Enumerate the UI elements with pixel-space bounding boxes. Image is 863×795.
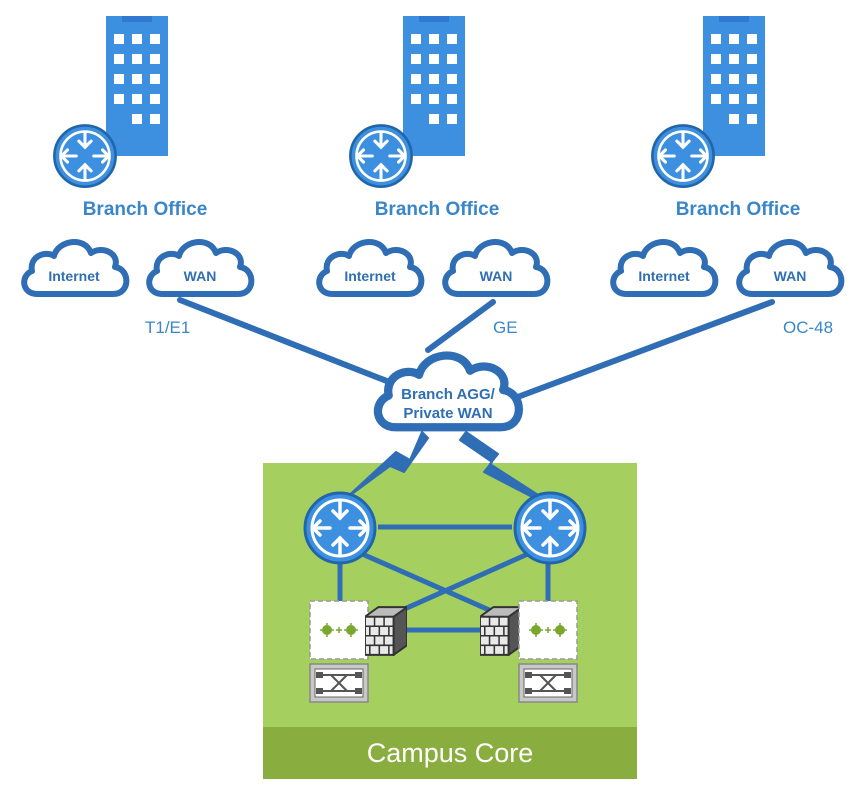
firewall-icon [365,606,407,656]
aggregation-label-line2: Private WAN [403,405,492,422]
wan-cloud-label: WAN [480,268,513,284]
router-icon [513,491,587,565]
branch1-link [177,297,405,390]
wan-links [177,297,775,401]
link-type-label: GE [493,318,518,337]
campus-core-band [263,727,637,779]
branch-office-label: Branch Office [375,199,500,220]
firewall-icon [480,606,522,656]
switch-icon [517,663,579,703]
building-icon [403,16,465,156]
building-icon [106,16,168,156]
branch-office-label: Branch Office [83,199,208,220]
branch2-link [425,299,496,353]
wan-cloud-label: WAN [774,268,807,284]
branch-office-label: Branch Office [676,199,801,220]
internet-cloud-label: Internet [344,268,396,284]
switch-icon [308,663,370,703]
wan-cloud-label: WAN [184,268,217,284]
building-icon [703,16,765,156]
router-icon [650,123,716,189]
link-type-label: T1/E1 [145,318,190,337]
branch3-link [512,299,775,401]
internet-cloud-label: Internet [48,268,100,284]
router-icon [52,123,118,189]
load-balancer-icon [518,600,578,660]
load-balancer-icon [309,600,369,660]
router-icon [348,123,414,189]
campus-core-label: Campus Core [367,738,534,768]
internet-cloud-label: Internet [638,268,690,284]
link-type-label: OC-48 [783,318,833,337]
router-icon [303,491,377,565]
aggregation-label-line1: Branch AGG/ [401,386,495,403]
